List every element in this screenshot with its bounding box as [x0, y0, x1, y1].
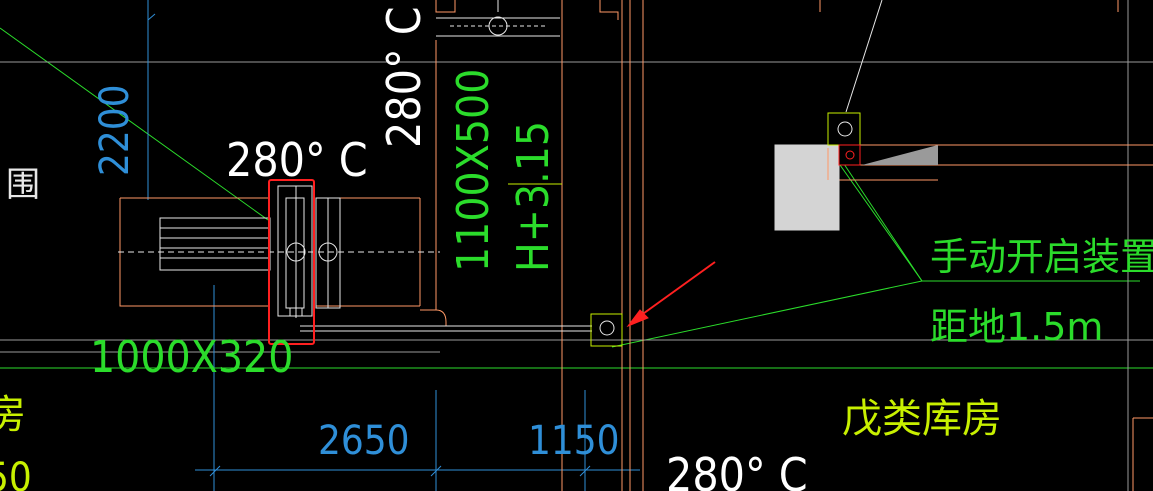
green-leader-lines — [0, 27, 1153, 369]
top-valve-symbol — [488, 16, 508, 36]
manual-opening-device-symbol — [590, 313, 623, 347]
duct-size-vertical-label: 1100X500 — [448, 69, 499, 272]
right-equipment-block — [774, 112, 938, 231]
temperature-label-middle: 280° C — [226, 133, 368, 187]
damper-highlight-box — [268, 179, 315, 345]
temperature-label-vertical: 280° C — [377, 6, 431, 148]
dimension-2650-label: 2650 — [318, 418, 410, 464]
air-grille — [159, 217, 271, 271]
height-from-floor-label: 距地1.5m — [930, 305, 1103, 349]
dimension-lines — [147, 0, 640, 491]
duct-size-horizontal-label: 1000X320 — [90, 332, 293, 383]
manual-device-label: 手动开启装置 — [930, 235, 1153, 279]
room-label-right: 戊类库房 — [842, 396, 1002, 442]
temperature-label-bottom: 280° C — [666, 448, 808, 491]
height-vertical-label: H+3.15 — [508, 121, 559, 272]
red-arrow — [626, 261, 716, 328]
room-label-left-fragment: 房 — [0, 392, 26, 438]
left-char-fragment: 围 — [6, 165, 40, 205]
dimension-1150-label: 1150 — [528, 418, 620, 464]
white-duct-lines — [118, 0, 883, 332]
left-bottom-number-fragment: 50 — [0, 455, 32, 491]
fire-damper — [277, 185, 341, 318]
walls-and-ducts — [119, 0, 1153, 491]
dimension-2200-label: 2200 — [92, 84, 138, 176]
